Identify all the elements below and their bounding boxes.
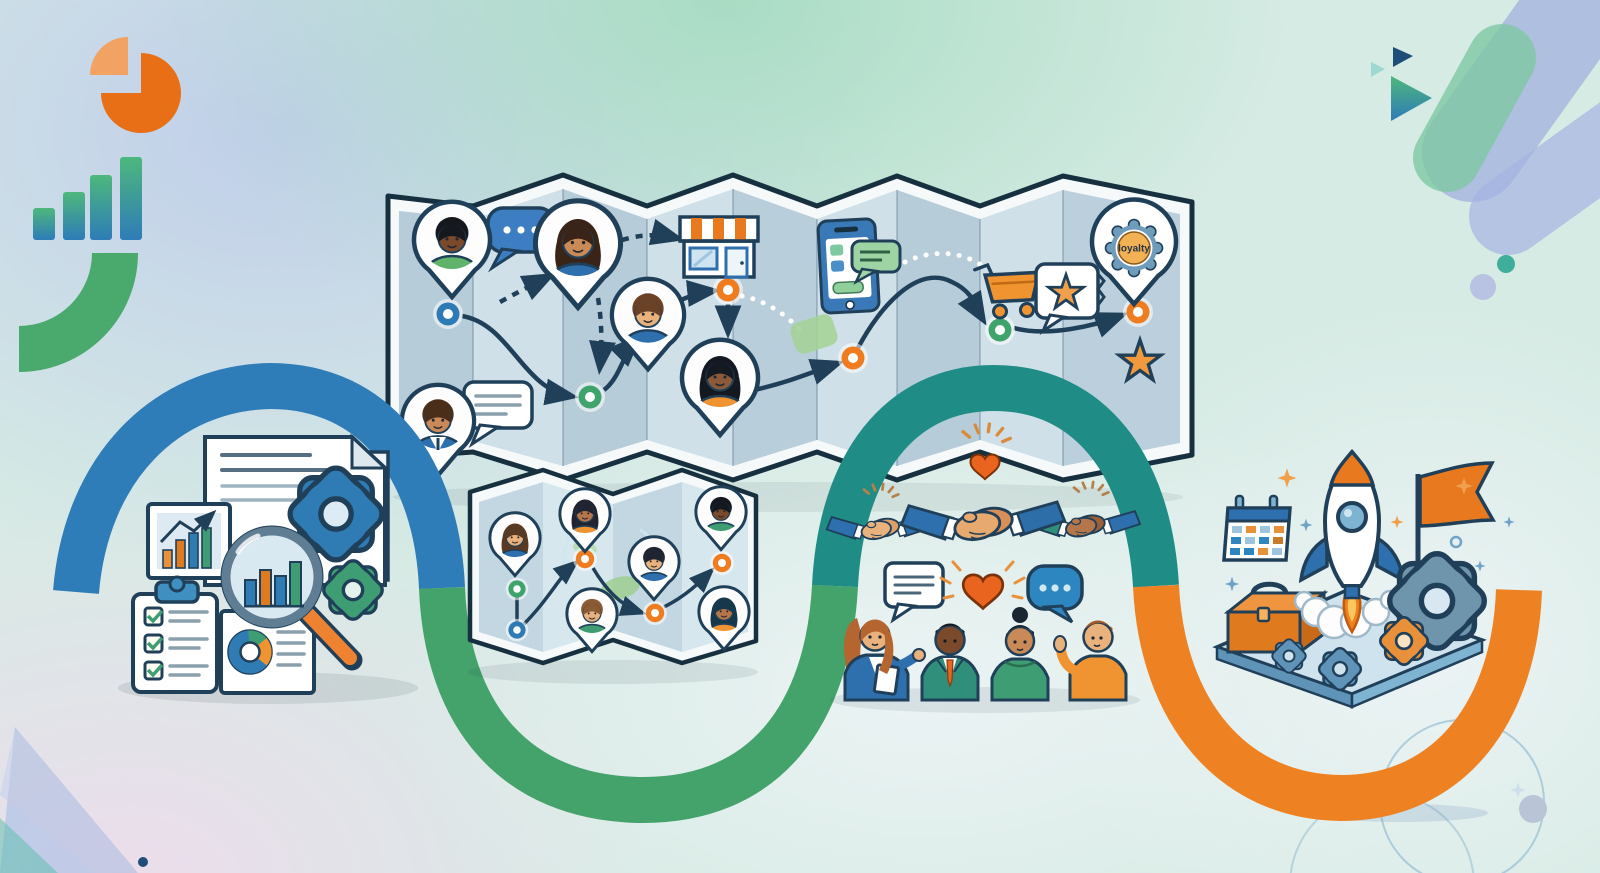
pie-chart-decoration (90, 37, 181, 133)
bar-graph-decoration (33, 157, 142, 240)
dot-decoration (138, 255, 1515, 867)
map-sticker (790, 314, 838, 354)
people-group (843, 607, 1128, 702)
green-arc-decoration (18, 252, 138, 372)
chat-bubble-icon (850, 239, 902, 285)
folded-journey-map: loyalty (385, 172, 1195, 512)
person-woman-bun (990, 607, 1050, 702)
person-woman-tablet (843, 618, 926, 702)
rays-icon (939, 560, 1026, 600)
star-review-bubble-icon (1034, 262, 1106, 336)
storefront-icon (678, 215, 760, 279)
journey-node-icon (985, 315, 1015, 345)
speech-bubble-lines-icon (883, 561, 945, 624)
speech-bubble-dots-icon (1026, 564, 1084, 624)
rosette: loyalty (1104, 218, 1164, 278)
line-bar-chart-icon (146, 502, 232, 580)
shopping-cart-icon (973, 262, 1042, 320)
dotted-path (739, 250, 988, 333)
rocket-nose (1328, 449, 1376, 487)
sparkle-icon (1224, 468, 1515, 592)
calendar-icon (1222, 494, 1292, 562)
corner-triangle-decoration (0, 727, 138, 873)
magnifier-bar-chart-icon (220, 525, 363, 671)
person-man-orange (1053, 620, 1128, 702)
journey-node-icon (643, 601, 667, 625)
journey-node-icon (575, 382, 605, 412)
rocket-window (1336, 501, 1368, 533)
checklist-rows (143, 606, 209, 681)
loyalty-badge-pin-icon: loyalty (1089, 197, 1179, 308)
speech-bubble-lines-icon (462, 380, 534, 448)
rocket-icon (1293, 448, 1406, 640)
road-segment-teal (812, 364, 1179, 588)
person-man-suit (920, 623, 980, 702)
dashed-arrow (498, 218, 685, 375)
streak-decoration (1413, 0, 1600, 255)
triangle-decoration (1371, 47, 1432, 121)
journey-node-icon (505, 618, 529, 642)
research-cluster (118, 433, 418, 704)
rocket-fin-left (1298, 535, 1329, 584)
relationship-cluster (825, 422, 1142, 713)
road-segment-blue (53, 362, 465, 595)
magnified-bars (244, 561, 304, 608)
launch-cluster (1212, 448, 1515, 709)
journey-node-icon (713, 275, 743, 305)
smoke-cloud (1293, 589, 1401, 640)
journey-node-icon (505, 577, 529, 601)
journey-node-icon (433, 299, 463, 329)
mini-map-path (515, 559, 715, 626)
road-segment-green (419, 584, 858, 824)
journey-node-icon (838, 343, 868, 373)
clipboard-checklist-icon (131, 575, 219, 694)
calendar-grid (1230, 526, 1284, 555)
mini-journey-map (467, 467, 759, 684)
map-journey-path (461, 218, 1129, 406)
loyalty-label: loyalty (1118, 244, 1150, 255)
journey-road (53, 362, 1542, 824)
road-segment-orange (1133, 584, 1542, 822)
journey-node-icon (710, 551, 734, 575)
suit-detail (430, 437, 446, 452)
